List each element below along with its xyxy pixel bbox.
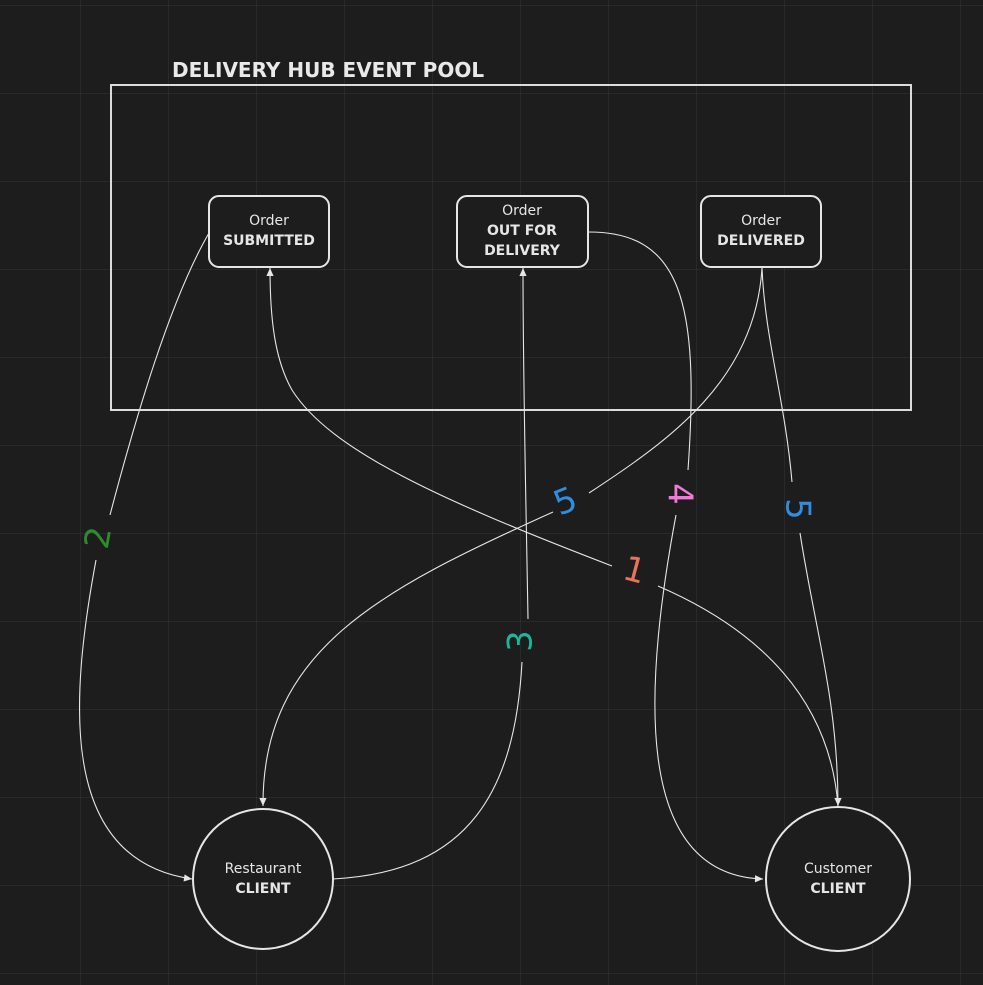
event-order-submitted-box bbox=[208, 195, 330, 268]
step-label-3: 3 bbox=[501, 630, 541, 652]
edge-step-4-upper bbox=[588, 231, 692, 471]
client-restaurant-line2: CLIENT bbox=[235, 881, 291, 897]
edge-step-5b-lower bbox=[799, 532, 842, 807]
edge-step-3-upper bbox=[519, 267, 529, 620]
edge-step-2-lower bbox=[79, 559, 193, 882]
client-restaurant[interactable]: Restaurant CLIENT bbox=[192, 808, 334, 950]
event-order-delivered-box bbox=[700, 195, 822, 268]
event-order-out-for-delivery-line3: DELIVERY bbox=[484, 243, 561, 259]
step-label-4: 4 bbox=[660, 483, 700, 505]
event-order-submitted-line2: SUBMITTED bbox=[223, 233, 315, 249]
event-order-submitted[interactable]: Order SUBMITTED bbox=[208, 195, 330, 268]
event-order-delivered-line1: Order bbox=[741, 213, 781, 229]
client-restaurant-line1: Restaurant bbox=[225, 861, 302, 877]
event-order-submitted-line1: Order bbox=[249, 213, 289, 229]
edge-step-5a-lower bbox=[259, 511, 554, 807]
pool-title: DELIVERY HUB EVENT POOL bbox=[172, 58, 484, 82]
edge-step-1-upper bbox=[266, 267, 613, 567]
event-order-out-for-delivery-box bbox=[456, 195, 589, 268]
event-pool-container bbox=[110, 84, 912, 411]
edge-step-2-upper bbox=[109, 232, 210, 516]
event-order-out-for-delivery[interactable]: Order OUT FOR DELIVERY bbox=[456, 195, 589, 268]
client-customer-line1: Customer bbox=[804, 861, 872, 877]
event-order-delivered[interactable]: Order DELIVERED bbox=[700, 195, 822, 268]
client-customer-circle bbox=[765, 806, 911, 952]
client-customer[interactable]: Customer CLIENT bbox=[765, 806, 911, 952]
edge-step-3-lower bbox=[332, 661, 523, 880]
client-restaurant-circle bbox=[192, 808, 334, 950]
edge-step-4-lower bbox=[654, 514, 764, 883]
step-label-5b: 5 bbox=[778, 498, 818, 520]
event-order-out-for-delivery-line2: OUT FOR bbox=[487, 223, 557, 239]
event-order-delivered-line2: DELIVERED bbox=[717, 233, 805, 249]
edge-step-5a-upper bbox=[588, 267, 763, 494]
step-label-5a: 5 bbox=[548, 479, 583, 524]
edge-step-1-lower bbox=[657, 585, 839, 807]
step-label-1: 1 bbox=[619, 548, 650, 592]
step-label-2: 2 bbox=[77, 524, 120, 552]
event-order-out-for-delivery-line1: Order bbox=[502, 203, 542, 219]
client-customer-line2: CLIENT bbox=[810, 881, 866, 897]
edge-step-5b-upper bbox=[761, 267, 793, 483]
